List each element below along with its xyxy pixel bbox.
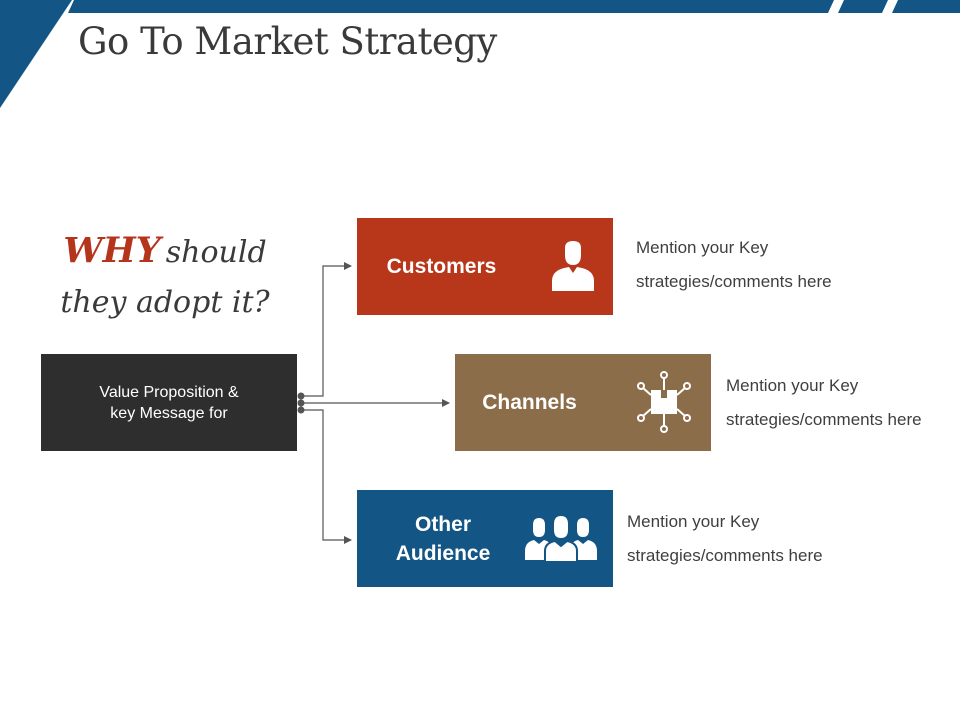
channels-card: Channels [455,354,711,451]
value-proposition-line2: key Message for [110,404,228,422]
top-band-stripe [892,0,960,13]
customers-note-line1: Mention your Key [636,238,769,257]
customers-card: Customers [357,218,613,315]
customers-note: Mention your Key strategies/comments her… [636,231,832,299]
person-icon [552,241,594,291]
connector-to-customers [300,262,352,397]
connector-dot [297,392,305,400]
other-audience-note-line1: Mention your Key [627,512,760,531]
other-audience-note: Mention your Key strategies/comments her… [627,505,823,573]
value-proposition-line1: Value Proposition & [99,383,239,401]
customers-label-text: Customers [386,255,497,278]
channels-note-line2: strategies/comments here [726,410,922,429]
connector-dot [297,399,305,407]
corner-triangle [0,0,72,108]
why-heading-line1: should [165,235,267,270]
channels-label-text: Channels [482,391,577,414]
why-emphasis: WHY [63,230,161,271]
why-heading-line2: they adopt it? [60,285,270,320]
group-icon [525,514,597,562]
value-proposition-box: Value Proposition & key Message for [41,354,297,451]
other-audience-note-line2: strategies/comments here [627,546,823,565]
other-audience-label: Other Audience [373,510,513,568]
other-audience-label-line1: Other [414,513,471,536]
customers-note-line2: strategies/comments here [636,272,832,291]
top-band [68,0,834,13]
customers-label: Customers [369,252,514,281]
network-box-icon [637,371,691,433]
other-audience-card: Other Audience [357,490,613,587]
connector-to-other-audience [300,409,352,544]
top-band-stripe [838,0,888,13]
slide-title: Go To Market Strategy [78,20,497,63]
channels-note-line1: Mention your Key [726,376,859,395]
channels-label: Channels [467,388,592,417]
why-heading: WHY should they adopt it? [30,228,300,326]
other-audience-label-line2: Audience [395,542,491,565]
channels-note: Mention your Key strategies/comments her… [726,369,922,437]
connector-dot [297,406,305,414]
